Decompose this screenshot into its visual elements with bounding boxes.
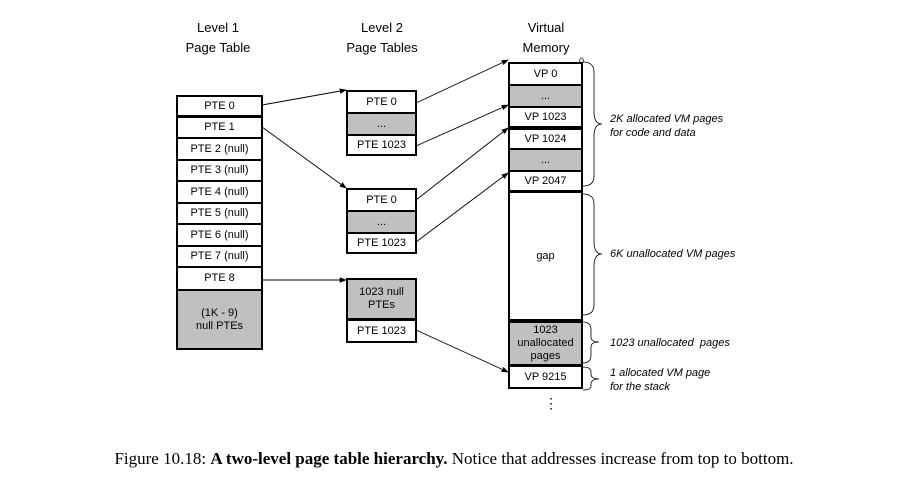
vm-vp-2047: VP 2047 [508, 170, 583, 192]
arrow-l2t1pte1023-to-vp2047 [415, 172, 509, 243]
l2t1-ellipsis: ... [346, 211, 417, 233]
arrow-l1pte0-to-l2table0 [261, 88, 347, 106]
vm-unallocated-pages: 1023 unallocated pages [508, 321, 583, 366]
level1-header-line2: Page Table [185, 40, 251, 55]
l1-pte-7: PTE 7 (null) [176, 246, 263, 267]
vm-vp-9215: VP 9215 [508, 365, 583, 389]
vm-address-zero: 0 [579, 56, 585, 66]
l2t1-pte-0: PTE 0 [346, 188, 417, 212]
l2t0-pte-0: PTE 0 [346, 90, 417, 114]
caption-text: Notice that addresses increase from top … [447, 449, 794, 468]
l2t0-pte-1023: PTE 1023 [346, 134, 417, 156]
caption-title: A two-level page table hierarchy. [210, 449, 448, 468]
l1-pte-1: PTE 1 [176, 117, 263, 138]
vm-header-line1: Virtual [527, 20, 565, 35]
arrow-l2t0pte0-to-vp0 [415, 59, 509, 104]
brace-gap [582, 193, 603, 316]
annotation-unallocated: 1023 unallocated pages [610, 337, 730, 349]
l1-pte-3: PTE 3 (null) [176, 160, 263, 181]
annotation-stack: 1 allocated VM page for the stack [610, 367, 711, 393]
vm-vp-1024: VP 1024 [508, 128, 583, 150]
annotation-gap: 6K unallocated VM pages [610, 248, 736, 260]
level2-header: Level 2 Page Tables [332, 18, 432, 58]
arrow-l2t1pte0-to-vp1024 [415, 127, 509, 201]
vm-vp-1023: VP 1023 [508, 106, 583, 128]
vm-ellipsis-2: ... [508, 149, 583, 171]
annotation-allocated-code-data: 2K allocated VM pages for code and data [610, 113, 724, 139]
l2t0-ellipsis: ... [346, 113, 417, 135]
caption-prefix: Figure 10.18: [114, 449, 211, 468]
vm-continuation-dots: ⋮ [544, 395, 558, 411]
brace-unallocated [582, 321, 600, 364]
vm-vp-0: VP 0 [508, 62, 583, 86]
l1-pte-2: PTE 2 (null) [176, 138, 263, 160]
brace-allocated-code-data [582, 61, 603, 187]
level1-header-line1: Level 1 [197, 20, 239, 35]
arrow-l1pte1-to-l2table1 [261, 126, 347, 189]
l2t2-pte-1023: PTE 1023 [346, 319, 417, 343]
l1-pte-8: PTE 8 [176, 267, 263, 290]
arrow-l2t2pte1023-to-vp9215 [415, 329, 509, 373]
l1-null-ptes: (1K - 9) null PTEs [176, 289, 263, 350]
l2t1-pte-1023: PTE 1023 [346, 232, 417, 254]
l1-pte-5: PTE 5 (null) [176, 203, 263, 224]
l1-pte-0: PTE 0 [176, 95, 263, 117]
l1-pte-4: PTE 4 (null) [176, 181, 263, 203]
figure-caption: Figure 10.18: A two-level page table hie… [0, 449, 908, 469]
level2-header-line1: Level 2 [361, 20, 403, 35]
vm-header: Virtual Memory [496, 18, 596, 58]
vm-ellipsis-1: ... [508, 85, 583, 107]
vm-gap: gap [508, 191, 583, 321]
arrow-l2t0pte1023-to-vp1023 [415, 104, 509, 147]
level1-header: Level 1 Page Table [168, 18, 268, 58]
l2t2-null-ptes: 1023 null PTEs [346, 278, 417, 320]
l1-pte-6: PTE 6 (null) [176, 224, 263, 246]
vm-header-line2: Memory [522, 40, 570, 55]
level2-header-line2: Page Tables [346, 40, 418, 55]
brace-stack [582, 366, 600, 391]
